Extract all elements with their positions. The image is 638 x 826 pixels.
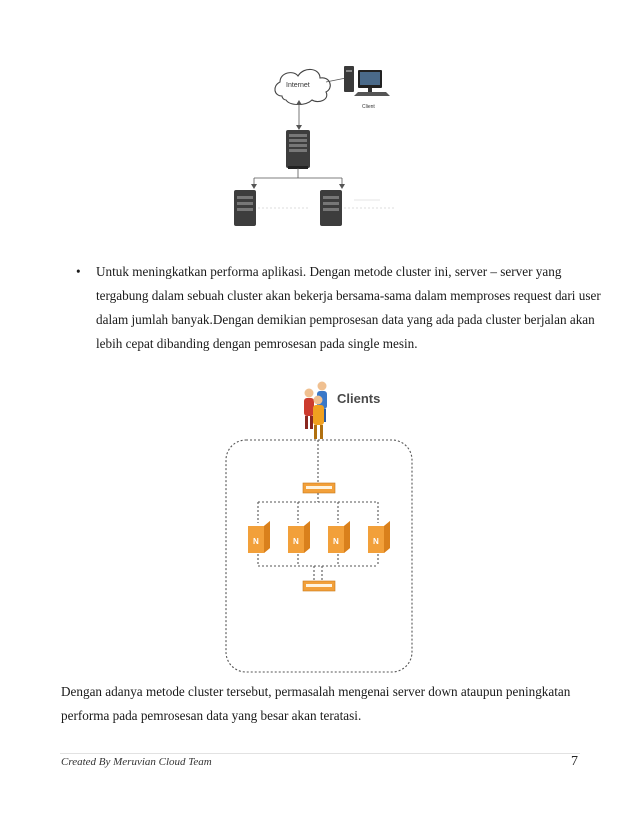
node-n-3-icon: N (328, 521, 350, 553)
bullet-line: dalam jumlah banyak.Dengan demikian pemp… (96, 312, 595, 327)
clients-label: Clients (337, 391, 380, 406)
backend-server-left-icon (234, 190, 310, 226)
node-n-2-icon: N (288, 521, 310, 553)
cluster-boundary (225, 439, 413, 673)
bottom-load-balancer-icon (302, 580, 336, 592)
conclusion-line: performa pada pemrosesan data yang besar… (61, 708, 362, 723)
node-n-4-icon: N (368, 521, 390, 553)
cluster-topology-diagram: Internet Client (234, 66, 396, 226)
clients-people-icon (304, 381, 327, 439)
node-letter: N (253, 537, 259, 546)
clients-cluster-diagram: Clients N N N N (225, 381, 413, 673)
node-letter: N (373, 537, 379, 546)
load-balancer-server-icon (286, 130, 310, 169)
bullet-line: Untuk meningkatkan performa aplikasi. De… (96, 264, 562, 279)
client-computer-icon (344, 66, 390, 96)
footer-credit: Created By Meruvian Cloud Team (61, 756, 212, 768)
footer-divider (60, 753, 580, 754)
conclusion-line: Dengan adanya metode cluster tersebut, p… (61, 684, 571, 699)
node-letter: N (293, 537, 299, 546)
bullet-line: lebih cepat dibanding dengan pemrosesan … (96, 336, 418, 351)
internet-cloud-icon (274, 68, 331, 106)
bullet-marker: • (76, 264, 81, 279)
node-n-1-icon: N (248, 521, 270, 553)
client-label: Client (362, 104, 375, 110)
internet-label: Internet (286, 82, 310, 89)
node-letter: N (333, 537, 339, 546)
backend-server-right-icon (320, 190, 396, 226)
top-load-balancer-icon (302, 482, 336, 494)
bullet-line: tergabung dalam sebuah cluster akan beke… (96, 288, 601, 303)
page-number: 7 (571, 754, 578, 769)
